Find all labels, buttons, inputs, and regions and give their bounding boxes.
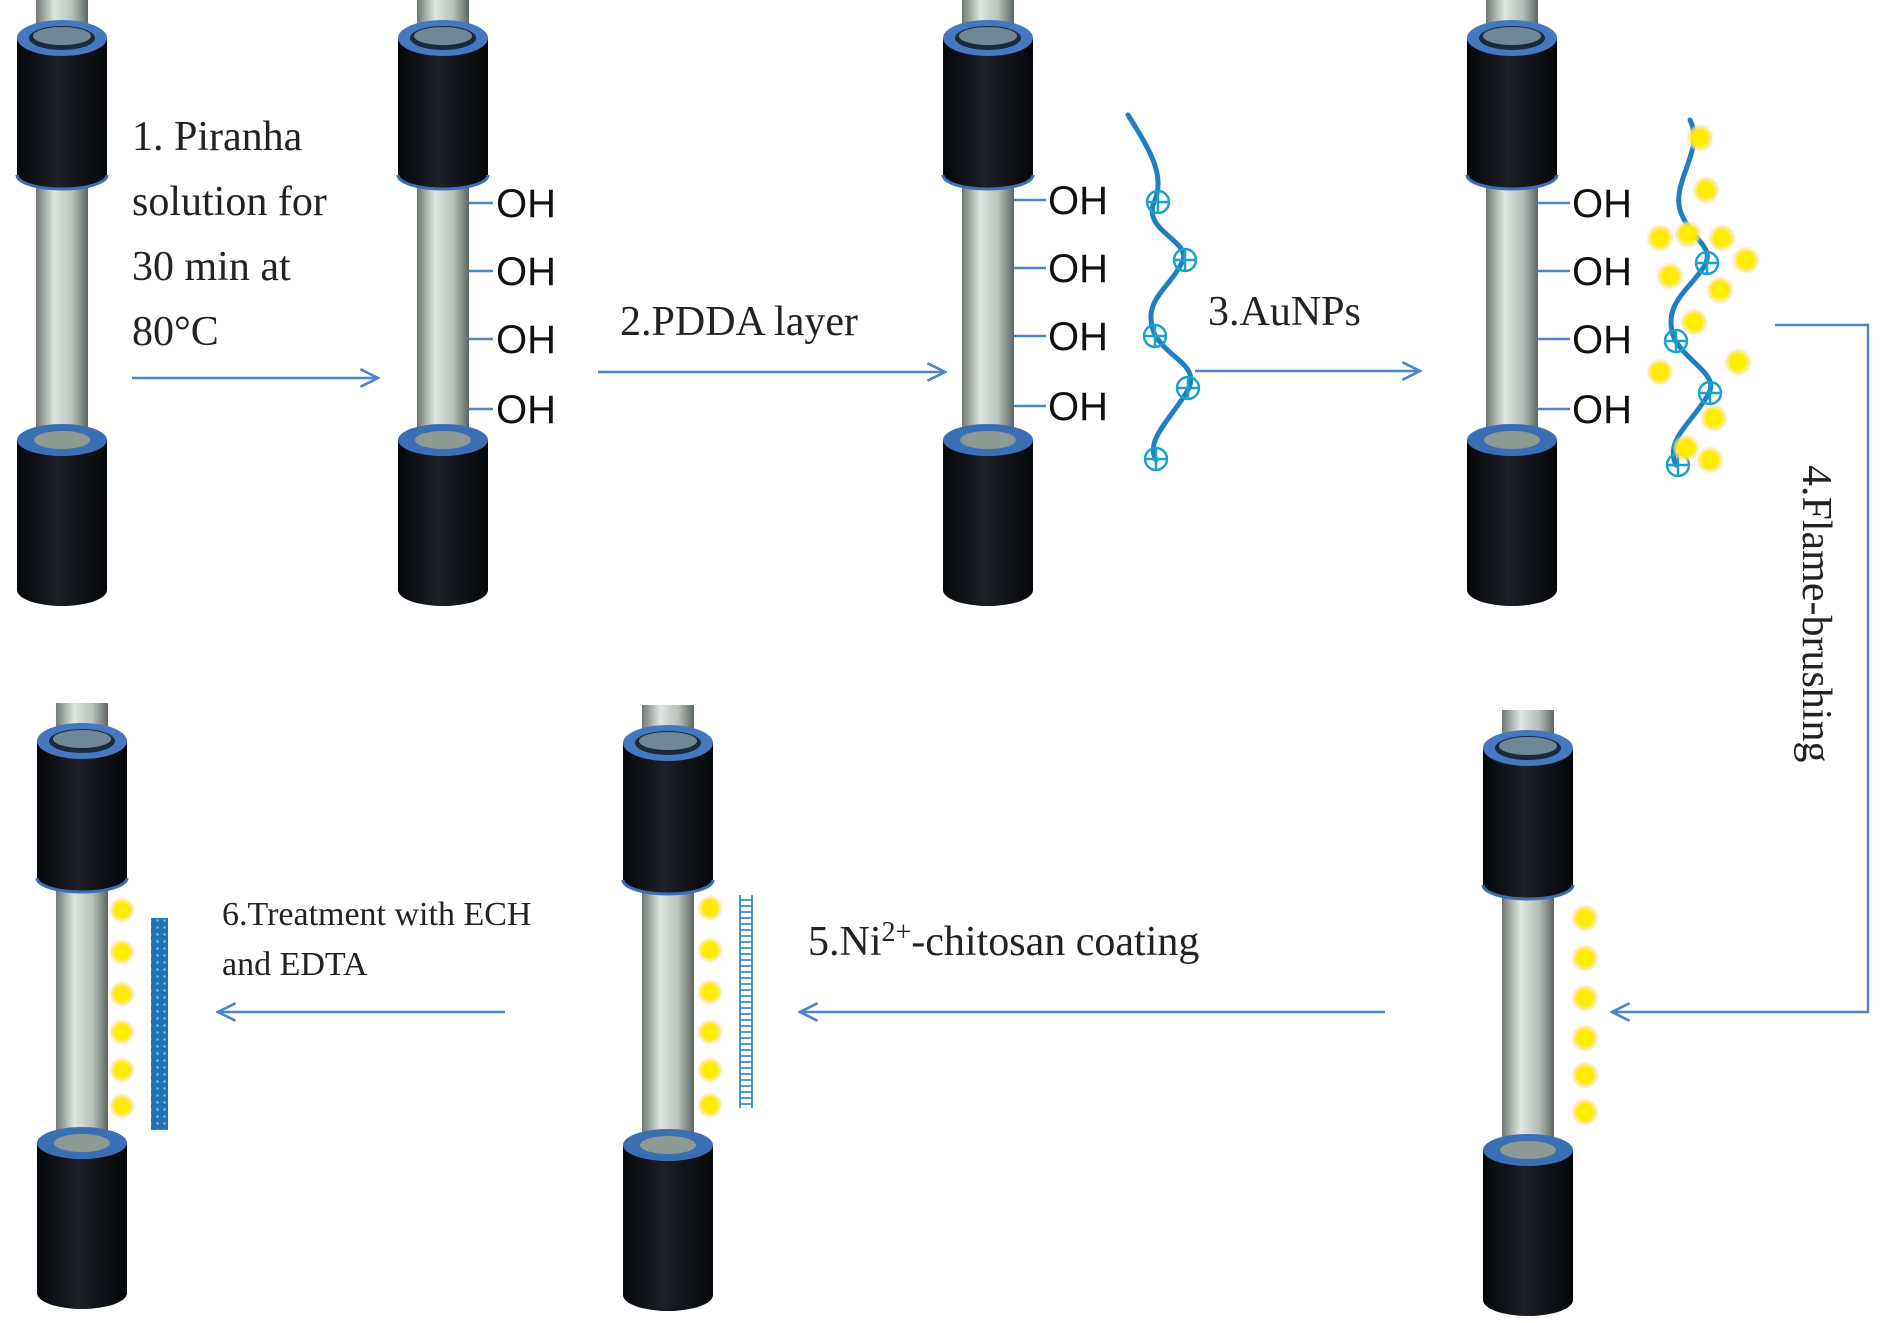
- electrode-final: [35, 701, 129, 1311]
- step1-line3: 30 min at: [132, 244, 291, 290]
- electrode-flame-brushed: [1481, 708, 1575, 1318]
- oh-label: OH: [496, 250, 556, 294]
- oh-label: OH: [496, 388, 556, 432]
- oh-label: OH: [496, 182, 556, 226]
- electrode-bare: [15, 0, 109, 608]
- oh-label: OH: [1048, 315, 1108, 359]
- step3-label: 3.AuNPs: [1208, 289, 1361, 335]
- electrode-pdda: [941, 0, 1035, 608]
- arrow-step4: [1612, 323, 1870, 1012]
- step4-label: 4.Flame-brushing: [1793, 465, 1839, 762]
- step1-line4: 80°C: [132, 309, 219, 355]
- step2-label: 2.PDDA layer: [620, 299, 858, 345]
- electrode-aunps: [1465, 0, 1559, 608]
- step1-line2: solution for: [132, 179, 327, 225]
- step6-line2: and EDTA: [222, 946, 368, 983]
- step1-label: 1. Piranha solution for 30 min at 80°C: [132, 114, 327, 355]
- oh-label: OH: [1572, 388, 1632, 432]
- oh-label: OH: [1572, 182, 1632, 226]
- gold-nanoparticles-row2: [1571, 904, 1599, 1126]
- oh-groups-4: OH OH OH OH: [1538, 182, 1632, 432]
- step5-label: 5.Ni2+-chitosan coating: [808, 917, 1199, 965]
- gold-nanoparticles-row2: [109, 897, 135, 1119]
- oh-label: OH: [496, 318, 556, 362]
- oh-label: OH: [1572, 250, 1632, 294]
- oh-label: OH: [1048, 179, 1108, 223]
- pdda-polymer-chain: [1125, 112, 1194, 463]
- oh-label: OH: [1048, 385, 1108, 429]
- crosslinked-chitosan-layer: [151, 918, 168, 1130]
- oh-groups-2: OH OH OH OH: [469, 182, 556, 432]
- step1-line1: 1. Piranha: [132, 114, 303, 160]
- pdda-charges: [1142, 189, 1201, 472]
- step6-line1: 6.Treatment with ECH: [222, 896, 531, 933]
- gold-nanoparticles-row1: [1646, 124, 1760, 474]
- chitosan-layer: [739, 895, 753, 1108]
- gold-nanoparticles-row2: [697, 895, 723, 1118]
- electrode-hydroxylated: [396, 0, 490, 608]
- electrode-chitosan: [621, 703, 715, 1313]
- oh-groups-3: OH OH OH OH: [1014, 179, 1108, 429]
- oh-label: OH: [1048, 247, 1108, 291]
- oh-label: OH: [1572, 318, 1632, 362]
